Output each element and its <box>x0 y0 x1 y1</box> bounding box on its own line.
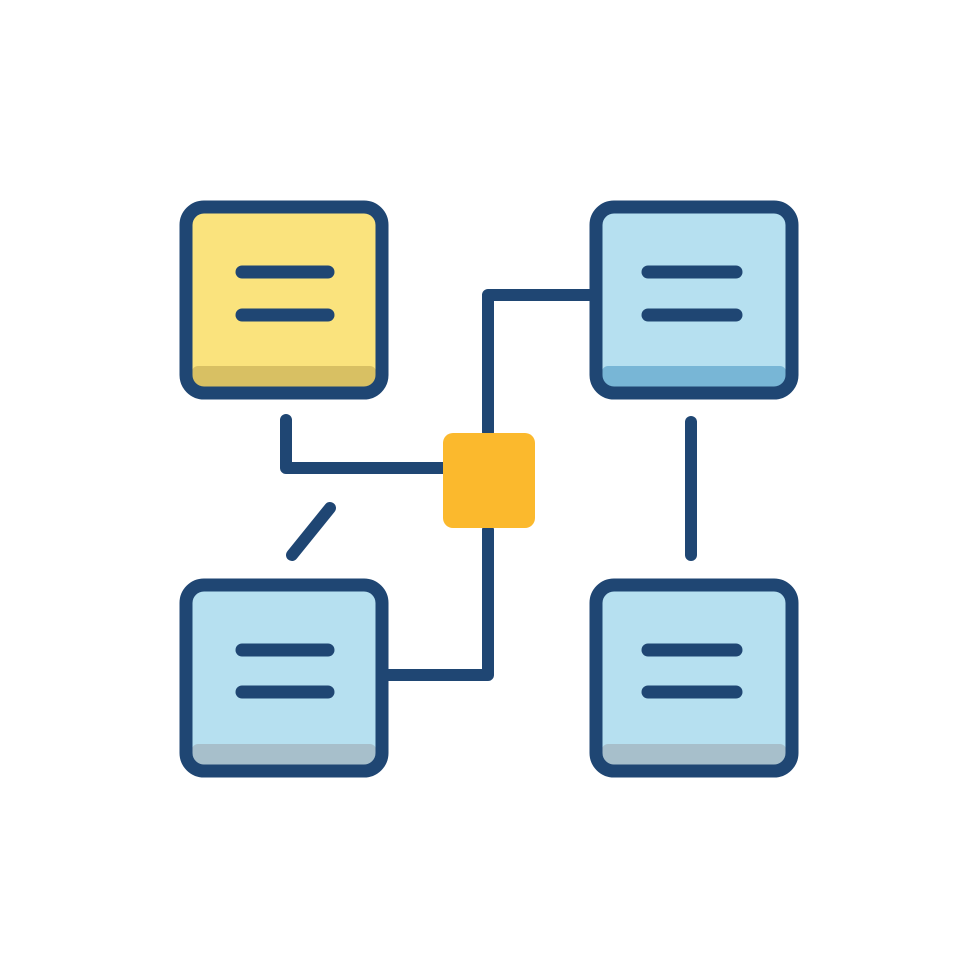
node-top-right-blue <box>589 200 799 400</box>
card-shade-strip <box>192 366 376 388</box>
connector-lines <box>280 289 697 681</box>
node-bottom-right-blue <box>589 578 799 778</box>
card-shade-strip <box>602 366 786 388</box>
connector-hub-to-bottom-left <box>382 524 494 681</box>
card-shade-strip <box>192 744 376 766</box>
connector-top-left-to-hub <box>280 414 450 474</box>
hub-square <box>443 433 535 528</box>
card-shade-strip <box>602 744 786 766</box>
node-bottom-left-blue <box>179 578 389 778</box>
connector-hub-to-top-right <box>482 289 596 438</box>
node-top-left-yellow <box>179 200 389 400</box>
connector-diagonal-dash <box>286 502 336 561</box>
